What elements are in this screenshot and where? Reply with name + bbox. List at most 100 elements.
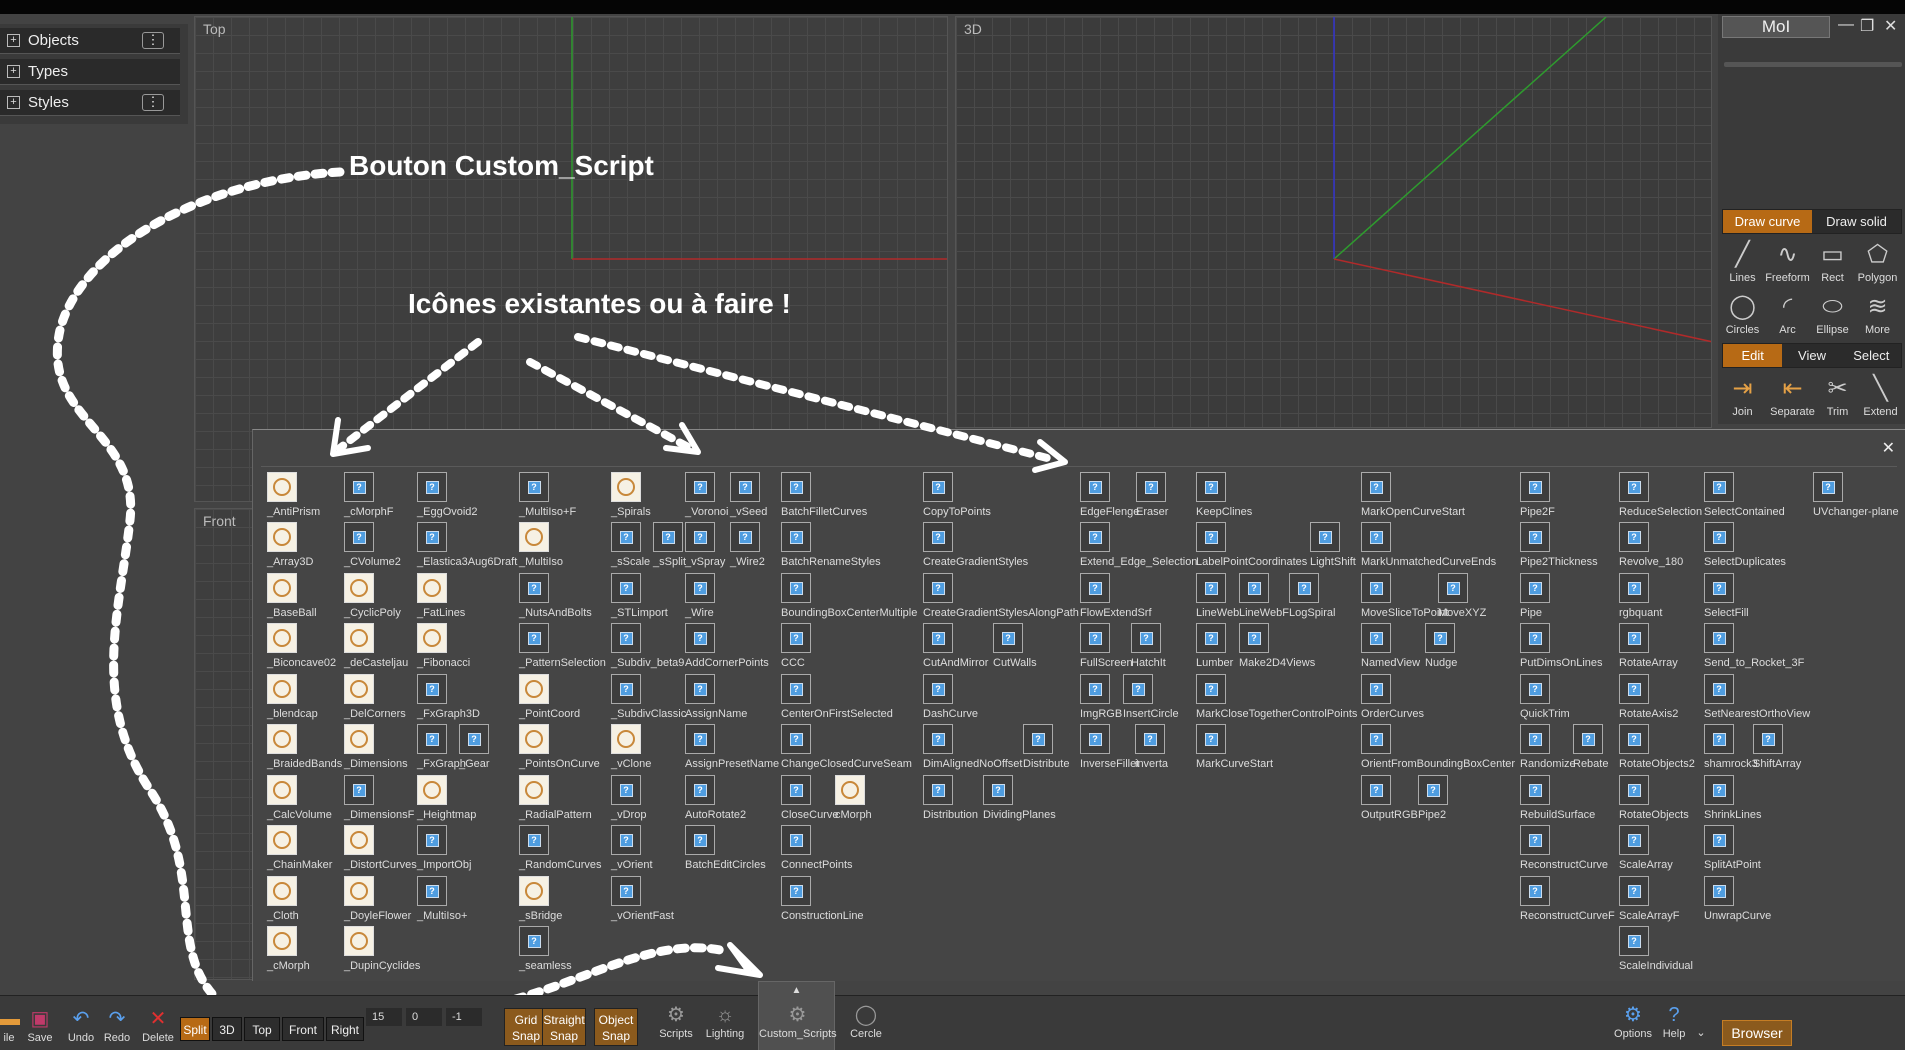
placeholder-icon[interactable]: ?	[1704, 522, 1734, 552]
placeholder-icon[interactable]: ?	[1135, 724, 1165, 754]
menu-icon[interactable]: ⋮	[142, 94, 164, 111]
placeholder-icon[interactable]: ?	[1361, 775, 1391, 805]
tool-arc[interactable]: ◜Arc	[1765, 290, 1810, 336]
placeholder-icon[interactable]: ?	[1196, 522, 1226, 552]
view-top[interactable]: Top	[244, 1017, 280, 1041]
placeholder-icon[interactable]: ?	[730, 522, 760, 552]
placeholder-icon[interactable]: ?	[1753, 724, 1783, 754]
options-button[interactable]: ⚙Options	[1610, 1002, 1656, 1040]
placeholder-icon[interactable]: ?	[781, 573, 811, 603]
placeholder-icon[interactable]: ?	[1080, 623, 1110, 653]
placeholder-icon[interactable]: ?	[1520, 522, 1550, 552]
placeholder-icon[interactable]: ?	[519, 573, 549, 603]
script-thumbnail-icon[interactable]	[267, 724, 297, 754]
placeholder-icon[interactable]: ?	[1196, 674, 1226, 704]
placeholder-icon[interactable]: ?	[781, 825, 811, 855]
scripts-button[interactable]: ⚙Scripts	[652, 1002, 700, 1040]
placeholder-icon[interactable]: ?	[685, 472, 715, 502]
placeholder-icon[interactable]: ?	[1123, 674, 1153, 704]
placeholder-icon[interactable]: ?	[781, 522, 811, 552]
placeholder-icon[interactable]: ?	[1520, 724, 1550, 754]
view-3d[interactable]: 3D	[212, 1017, 242, 1041]
placeholder-icon[interactable]: ?	[1196, 472, 1226, 502]
close-icon[interactable]: ✕	[1884, 18, 1898, 35]
script-thumbnail-icon[interactable]	[344, 573, 374, 603]
script-thumbnail-icon[interactable]	[267, 775, 297, 805]
placeholder-icon[interactable]: ?	[923, 674, 953, 704]
minimize-icon[interactable]: —	[1838, 16, 1854, 33]
placeholder-icon[interactable]: ?	[923, 623, 953, 653]
expand-icon[interactable]: +	[7, 96, 20, 109]
script-thumbnail-icon[interactable]	[267, 623, 297, 653]
tool-trim[interactable]: ✂Trim	[1815, 372, 1860, 418]
scene-row-styles[interactable]: + Styles ⋮	[0, 90, 180, 116]
placeholder-icon[interactable]: ?	[519, 472, 549, 502]
placeholder-icon[interactable]: ?	[685, 522, 715, 552]
view-right[interactable]: Right	[326, 1017, 364, 1041]
placeholder-icon[interactable]: ?	[781, 876, 811, 906]
script-thumbnail-icon[interactable]	[344, 825, 374, 855]
tool-separate[interactable]: ⇤Separate	[1770, 372, 1815, 418]
placeholder-icon[interactable]: ?	[923, 775, 953, 805]
placeholder-icon[interactable]: ?	[1520, 573, 1550, 603]
placeholder-icon[interactable]: ?	[1619, 724, 1649, 754]
expand-icon[interactable]: +	[7, 34, 20, 47]
scene-row-objects[interactable]: + Objects ⋮	[0, 28, 180, 54]
script-thumbnail-icon[interactable]	[267, 926, 297, 956]
placeholder-icon[interactable]: ?	[1196, 623, 1226, 653]
placeholder-icon[interactable]: ?	[1704, 623, 1734, 653]
placeholder-icon[interactable]: ?	[685, 674, 715, 704]
script-thumbnail-icon[interactable]	[611, 724, 641, 754]
placeholder-icon[interactable]: ?	[1080, 674, 1110, 704]
redo-button[interactable]: ↷Redo	[100, 1006, 134, 1044]
placeholder-icon[interactable]: ?	[1425, 623, 1455, 653]
placeholder-icon[interactable]: ?	[611, 623, 641, 653]
placeholder-icon[interactable]: ?	[685, 775, 715, 805]
placeholder-icon[interactable]: ?	[611, 825, 641, 855]
script-thumbnail-icon[interactable]	[519, 876, 549, 906]
custom-scripts-tab[interactable]: ▲ ⚙Custom_Scripts	[758, 981, 837, 1050]
placeholder-icon[interactable]: ?	[1131, 623, 1161, 653]
script-thumbnail-icon[interactable]	[267, 825, 297, 855]
placeholder-icon[interactable]: ?	[685, 623, 715, 653]
tab-draw-solid[interactable]: Draw solid	[1812, 210, 1901, 233]
placeholder-icon[interactable]: ?	[1704, 573, 1734, 603]
viewport-front[interactable]: Front	[194, 508, 254, 980]
placeholder-icon[interactable]: ?	[1196, 573, 1226, 603]
placeholder-icon[interactable]: ?	[781, 674, 811, 704]
script-thumbnail-icon[interactable]	[519, 775, 549, 805]
placeholder-icon[interactable]: ?	[1704, 825, 1734, 855]
tool-ellipse[interactable]: ⬭Ellipse	[1810, 290, 1855, 336]
placeholder-icon[interactable]: ?	[685, 724, 715, 754]
placeholder-icon[interactable]: ?	[1361, 674, 1391, 704]
script-thumbnail-icon[interactable]	[344, 674, 374, 704]
undo-button[interactable]: ↶Undo	[64, 1006, 98, 1044]
file-button[interactable]: ▬ile	[0, 1006, 20, 1044]
placeholder-icon[interactable]: ?	[1619, 674, 1649, 704]
script-thumbnail-icon[interactable]	[267, 573, 297, 603]
placeholder-icon[interactable]: ?	[1619, 472, 1649, 502]
placeholder-icon[interactable]: ?	[344, 472, 374, 502]
tool-extend[interactable]: ╲Extend	[1858, 372, 1903, 418]
placeholder-icon[interactable]: ?	[1080, 522, 1110, 552]
placeholder-icon[interactable]: ?	[1573, 724, 1603, 754]
save-button[interactable]: ▣Save	[24, 1006, 56, 1044]
placeholder-icon[interactable]: ?	[1520, 876, 1550, 906]
placeholder-icon[interactable]: ?	[923, 573, 953, 603]
placeholder-icon[interactable]: ?	[1520, 472, 1550, 502]
placeholder-icon[interactable]: ?	[685, 825, 715, 855]
placeholder-icon[interactable]: ?	[1080, 472, 1110, 502]
custom-scripts-button[interactable]: ⚙Custom_Scripts	[759, 1002, 837, 1040]
script-thumbnail-icon[interactable]	[344, 623, 374, 653]
placeholder-icon[interactable]: ?	[1704, 674, 1734, 704]
placeholder-icon[interactable]: ?	[653, 522, 683, 552]
placeholder-icon[interactable]: ?	[1310, 522, 1340, 552]
placeholder-icon[interactable]: ?	[1361, 522, 1391, 552]
script-thumbnail-icon[interactable]	[519, 724, 549, 754]
placeholder-icon[interactable]: ?	[781, 623, 811, 653]
placeholder-icon[interactable]: ?	[519, 926, 549, 956]
placeholder-icon[interactable]: ?	[519, 623, 549, 653]
placeholder-icon[interactable]: ?	[1361, 573, 1391, 603]
script-thumbnail-icon[interactable]	[344, 926, 374, 956]
placeholder-icon[interactable]: ?	[1619, 775, 1649, 805]
